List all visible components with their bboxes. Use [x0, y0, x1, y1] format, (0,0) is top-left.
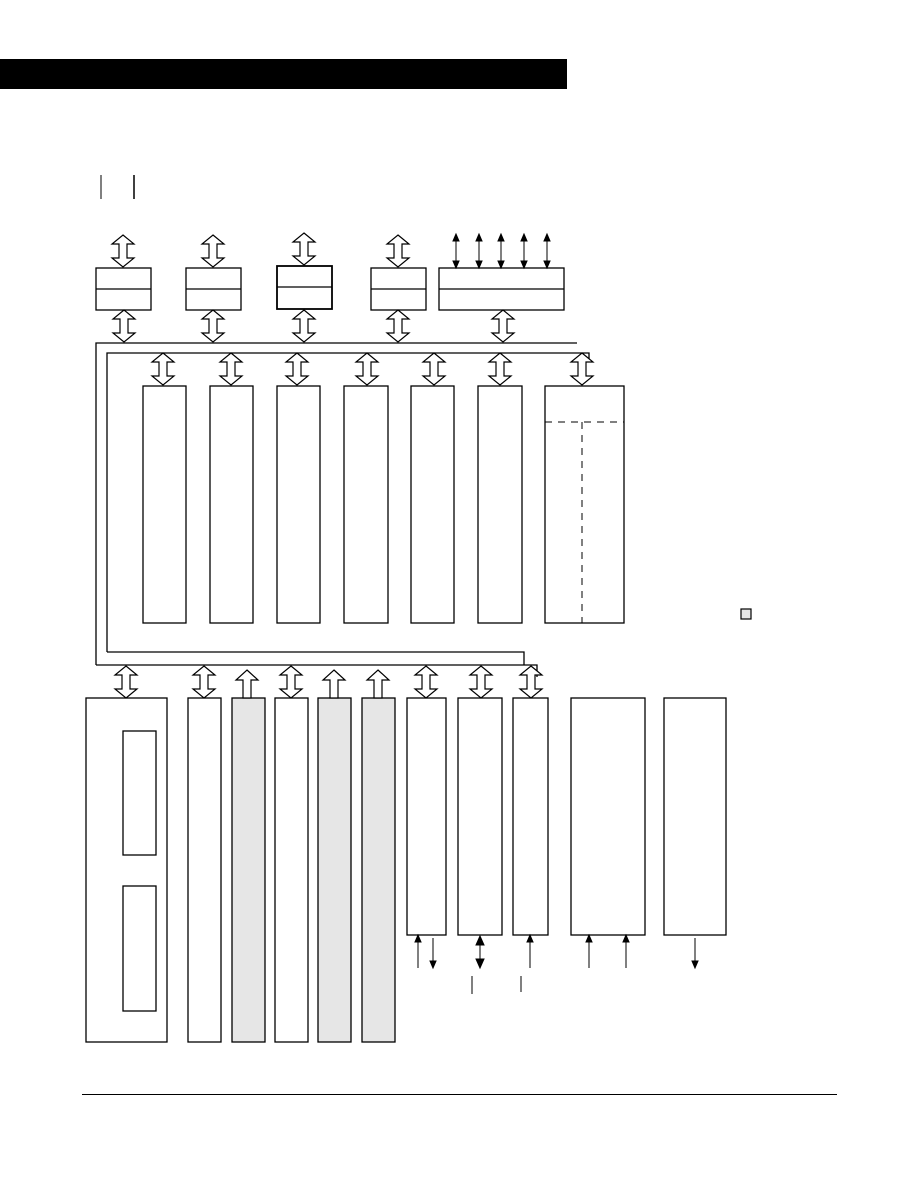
bottom-module-8: [512, 697, 549, 936]
square-marker: [740, 608, 752, 620]
bottom-module-2-shaded: [231, 697, 266, 1043]
double-arrow: [111, 232, 410, 268]
memory-column-5: [410, 385, 455, 624]
bottom-modules: [85, 697, 727, 1043]
top-interface-block-3: [276, 265, 333, 310]
up-arrow: [235, 669, 390, 699]
memory-column-2: [209, 385, 254, 624]
bottom-module-6: [406, 697, 447, 936]
cpu-submodule-2: [122, 885, 157, 1012]
memory-column-3: [276, 385, 321, 624]
io-port-block: [438, 267, 565, 311]
memory-column-7-dashed-divider: [545, 421, 624, 623]
bottom-pin-arrows: [414, 933, 699, 994]
top-interface-block-4: [370, 267, 427, 311]
header-bar: [0, 59, 567, 89]
double-arrow: [114, 665, 543, 699]
bottom-module-3: [274, 697, 309, 1043]
bottom-module-10: [663, 697, 727, 936]
top-interface-block-1: [95, 267, 152, 311]
cpu-submodule-1: [122, 730, 157, 856]
memory-column-1: [142, 385, 187, 624]
bottom-module-9: [570, 697, 646, 936]
double-arrow: [151, 352, 594, 386]
memory-column-4: [343, 385, 389, 624]
bottom-module-1: [187, 697, 222, 1043]
footer-rule: [82, 1094, 837, 1095]
bottom-module-4-shaded: [317, 697, 352, 1043]
memory-column-7: [544, 385, 625, 624]
io-pin-arrows: [452, 232, 551, 270]
memory-columns: [142, 385, 625, 624]
top-interface-block-2: [185, 267, 242, 311]
double-arrow: [112, 309, 515, 343]
bottom-module-5-shaded: [361, 697, 396, 1043]
memory-column-6: [477, 385, 523, 624]
bottom-module-7: [457, 697, 503, 936]
